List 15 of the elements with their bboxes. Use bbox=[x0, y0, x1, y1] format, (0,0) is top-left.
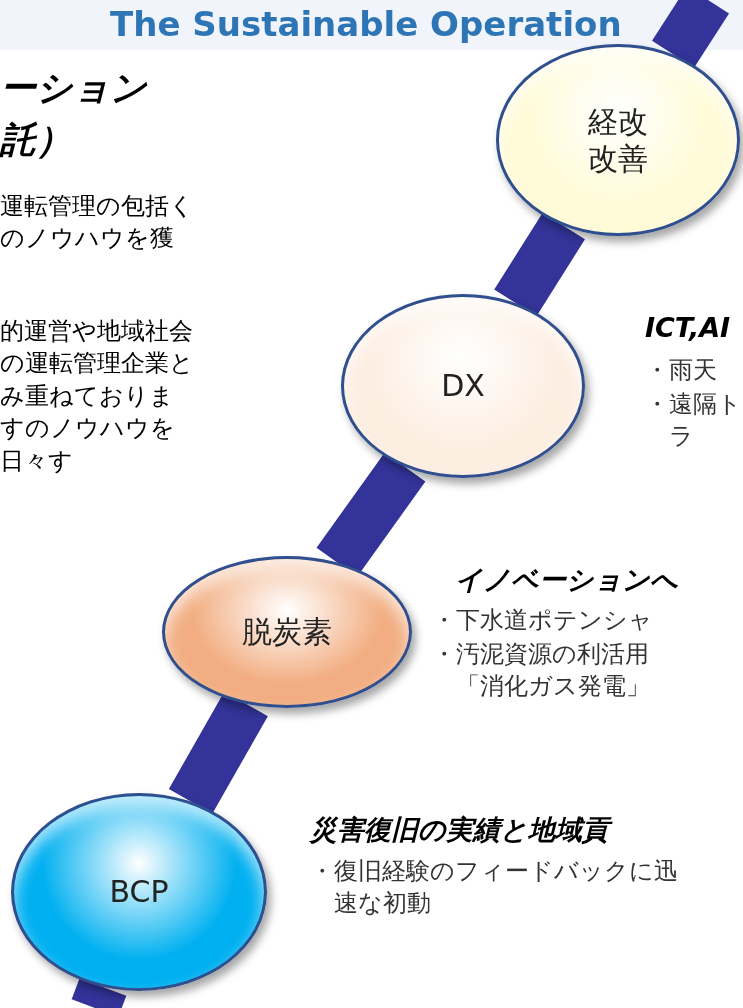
stage-heading: 災害復旧の実績と地域貢 bbox=[310, 812, 710, 848]
bullet-text: ・汚泥資源の利活用「消化ガス発電」 bbox=[432, 639, 651, 703]
slide-title: The Sustainable Operation bbox=[110, 4, 622, 45]
node-label: DX bbox=[441, 367, 485, 405]
bullet-text: ・下水道ポテンシャ bbox=[432, 605, 654, 636]
paragraph: 的運営や地域社会の運転管理企業とみ重ねておりますのノウハウを日々す bbox=[0, 316, 195, 477]
stage-heading: ICT,AI bbox=[645, 312, 732, 343]
node-label: 脱炭素 bbox=[242, 613, 332, 651]
node-label: BCP bbox=[109, 873, 169, 911]
bullet-text: ・遠隔トラ bbox=[645, 389, 743, 453]
bullet-text: ・雨天 bbox=[645, 355, 718, 386]
stage-heading: イノベーションへ bbox=[455, 563, 679, 597]
node-label: 経改改善 bbox=[587, 102, 649, 178]
bullet-text: ・復旧経験のフィードバックに迅速な初動 bbox=[310, 856, 679, 920]
paragraph: 運転管理の包括くのノウハウを獲 bbox=[0, 191, 195, 255]
